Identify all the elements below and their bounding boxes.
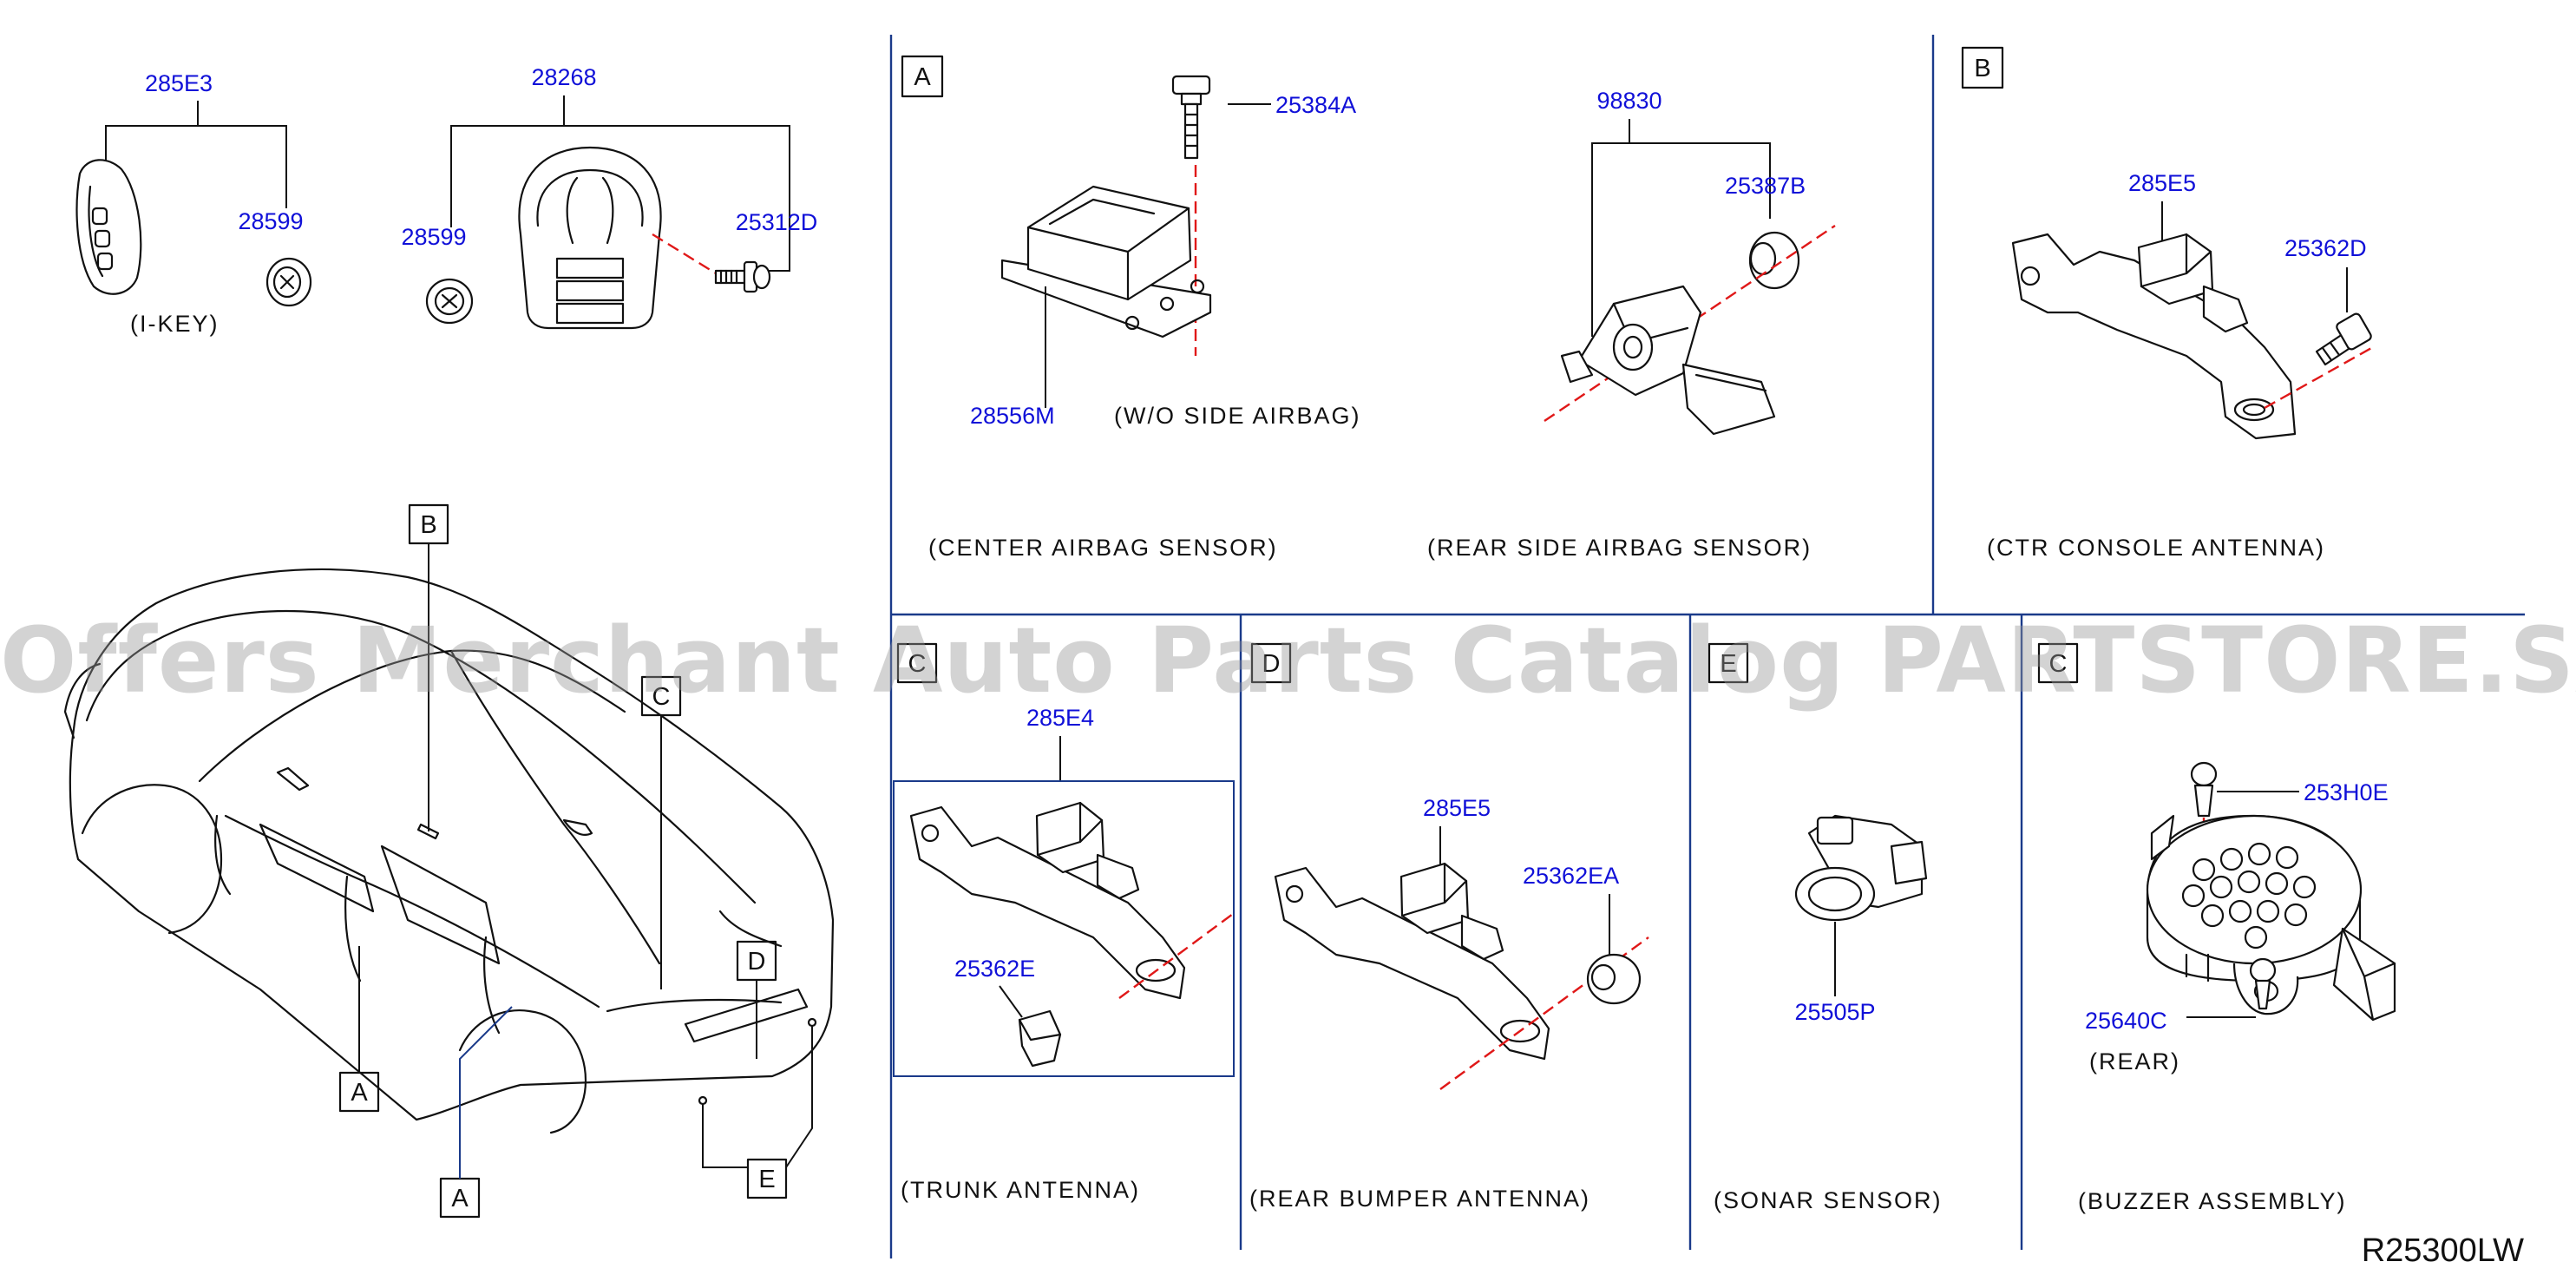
- rear-side-assembly-number: 98830: [1596, 88, 1662, 114]
- callout-d-label: D: [748, 948, 766, 976]
- buzzer-number: 25640C: [2085, 1008, 2167, 1034]
- section-ctr-console: B 285E5 25362D (CTR CONSOLE ANTENNA): [1961, 46, 2374, 561]
- sonar-sensor-number: 25505P: [1794, 999, 1875, 1025]
- ikey-part-number: 285E3: [145, 70, 213, 96]
- trunk-antenna-number: 285E4: [1026, 705, 1094, 731]
- car-body-drawing: [63, 568, 835, 1134]
- fob-battery-number: 28599: [401, 224, 466, 250]
- rear-side-airbag-sensor-icon: [1560, 285, 1776, 436]
- section-buzzer: C 253H0E 25640C: [2037, 642, 2396, 1214]
- center-airbag-sensor-number: 28556M: [970, 403, 1055, 429]
- bumper-spacer-number: 25362EA: [1523, 863, 1619, 889]
- sonar-sensor-icon: [1794, 814, 1928, 922]
- callout-b-label: B: [420, 511, 436, 539]
- fob-battery-icon: [425, 278, 474, 325]
- trunk-detail-frame: [893, 780, 1235, 1077]
- section-rear-bumper: D 285E5 25362EA (REAR BUMPER ANTENNA): [1249, 642, 1649, 1212]
- ctr-console-caption: (CTR CONSOLE ANTENNA): [1987, 535, 2325, 561]
- center-airbag-sensor-icon: [1000, 185, 1212, 338]
- fob-part-number: 28268: [531, 64, 596, 90]
- bumper-antenna-icon: [1274, 862, 1550, 1061]
- rear-side-airbag-caption: (REAR SIDE AIRBAG SENSOR): [1427, 535, 1812, 561]
- trunk-clip-icon: [1018, 1009, 1062, 1068]
- buzzer-clip-icon: [2190, 761, 2218, 818]
- section-trunk: C 285E4 25362E (TRUNK ANTENNA): [893, 642, 1237, 1203]
- callout-e-label: E: [758, 1166, 775, 1193]
- ikey-caption: (I-KEY): [130, 311, 220, 337]
- trunk-antenna-icon: [909, 801, 1186, 1000]
- buzzer-caption: (BUZZER ASSEMBLY): [2078, 1188, 2347, 1214]
- section-buzzer-letter: C: [2049, 650, 2068, 678]
- section-sonar: E 25505P (SONAR SENSOR): [1708, 642, 1943, 1213]
- ikey-fob-icon: [75, 159, 142, 295]
- section-rear-side-airbag: 98830 25387B (REAR SIDE AIRBAG SENSOR): [1427, 88, 1836, 561]
- section-buzzer-box: [2037, 642, 2079, 684]
- section-b-letter: B: [1974, 55, 1990, 82]
- console-antenna-number: 285E5: [2128, 170, 2196, 196]
- center-airbag-note: (W/O SIDE AIRBAG): [1114, 403, 1361, 429]
- bumper-antenna-number: 285E5: [1423, 795, 1491, 821]
- buzzer-bolt-icon: [2249, 957, 2277, 1010]
- bumper-spacer-icon: [1586, 953, 1642, 1005]
- buzzer-note: (REAR): [2089, 1048, 2180, 1074]
- section-e-letter: E: [1720, 650, 1736, 678]
- airbag-bolt-icon: [1171, 75, 1211, 160]
- ikey-battery-icon: [265, 257, 312, 307]
- callout-a-label-upper: A: [351, 1079, 368, 1107]
- callout-a-label-lower: A: [451, 1185, 469, 1212]
- fob-housing-icon: [518, 146, 662, 330]
- fob-screw-icon: [714, 260, 771, 293]
- fob-group: 28268 28599 25312D: [401, 64, 818, 330]
- callout-c-label: C: [652, 683, 671, 711]
- center-airbag-caption: (CENTER AIRBAG SENSOR): [928, 535, 1278, 561]
- section-center-airbag: A 25384A 28556M (W/O SIDE AIRBAG) (CENTE…: [901, 55, 1361, 561]
- section-a-letter: A: [914, 63, 931, 91]
- section-e-box: [1708, 642, 1749, 684]
- section-grid: [889, 35, 2525, 1258]
- callout-e-box: [746, 1158, 788, 1199]
- section-a-box: [901, 55, 944, 98]
- section-d-letter: D: [1262, 650, 1281, 678]
- buzzer-clip-number: 253H0E: [2304, 779, 2389, 805]
- buzzer-assembly-icon: [2146, 814, 2396, 1022]
- sonar-caption: (SONAR SENSOR): [1714, 1187, 1943, 1213]
- airbag-bolt-number: 25384A: [1275, 92, 1356, 118]
- section-c-box: [896, 642, 938, 684]
- ikey-group: 285E3 28599 (I-KEY): [75, 70, 312, 337]
- trunk-caption: (TRUNK ANTENNA): [901, 1177, 1140, 1203]
- console-antenna-icon: [2011, 233, 2297, 440]
- vehicle-overview: B C D A A E: [63, 503, 835, 1219]
- diagram-code: R25300LW: [2361, 1232, 2524, 1269]
- console-bolt-icon: [2315, 312, 2372, 366]
- ikey-battery-number: 28599: [238, 208, 303, 234]
- rear-side-spacer-icon: [1748, 231, 1800, 290]
- console-bolt-number: 25362D: [2284, 235, 2367, 261]
- rear-side-spacer-number: 25387B: [1725, 173, 1806, 199]
- section-b-box: [1961, 46, 2004, 89]
- section-d-box: [1250, 642, 1292, 684]
- rear-bumper-caption: (REAR BUMPER ANTENNA): [1249, 1186, 1590, 1212]
- fob-screw-number: 25312D: [736, 209, 818, 235]
- trunk-clip-number: 25362E: [954, 956, 1035, 982]
- section-c-letter: C: [908, 650, 927, 678]
